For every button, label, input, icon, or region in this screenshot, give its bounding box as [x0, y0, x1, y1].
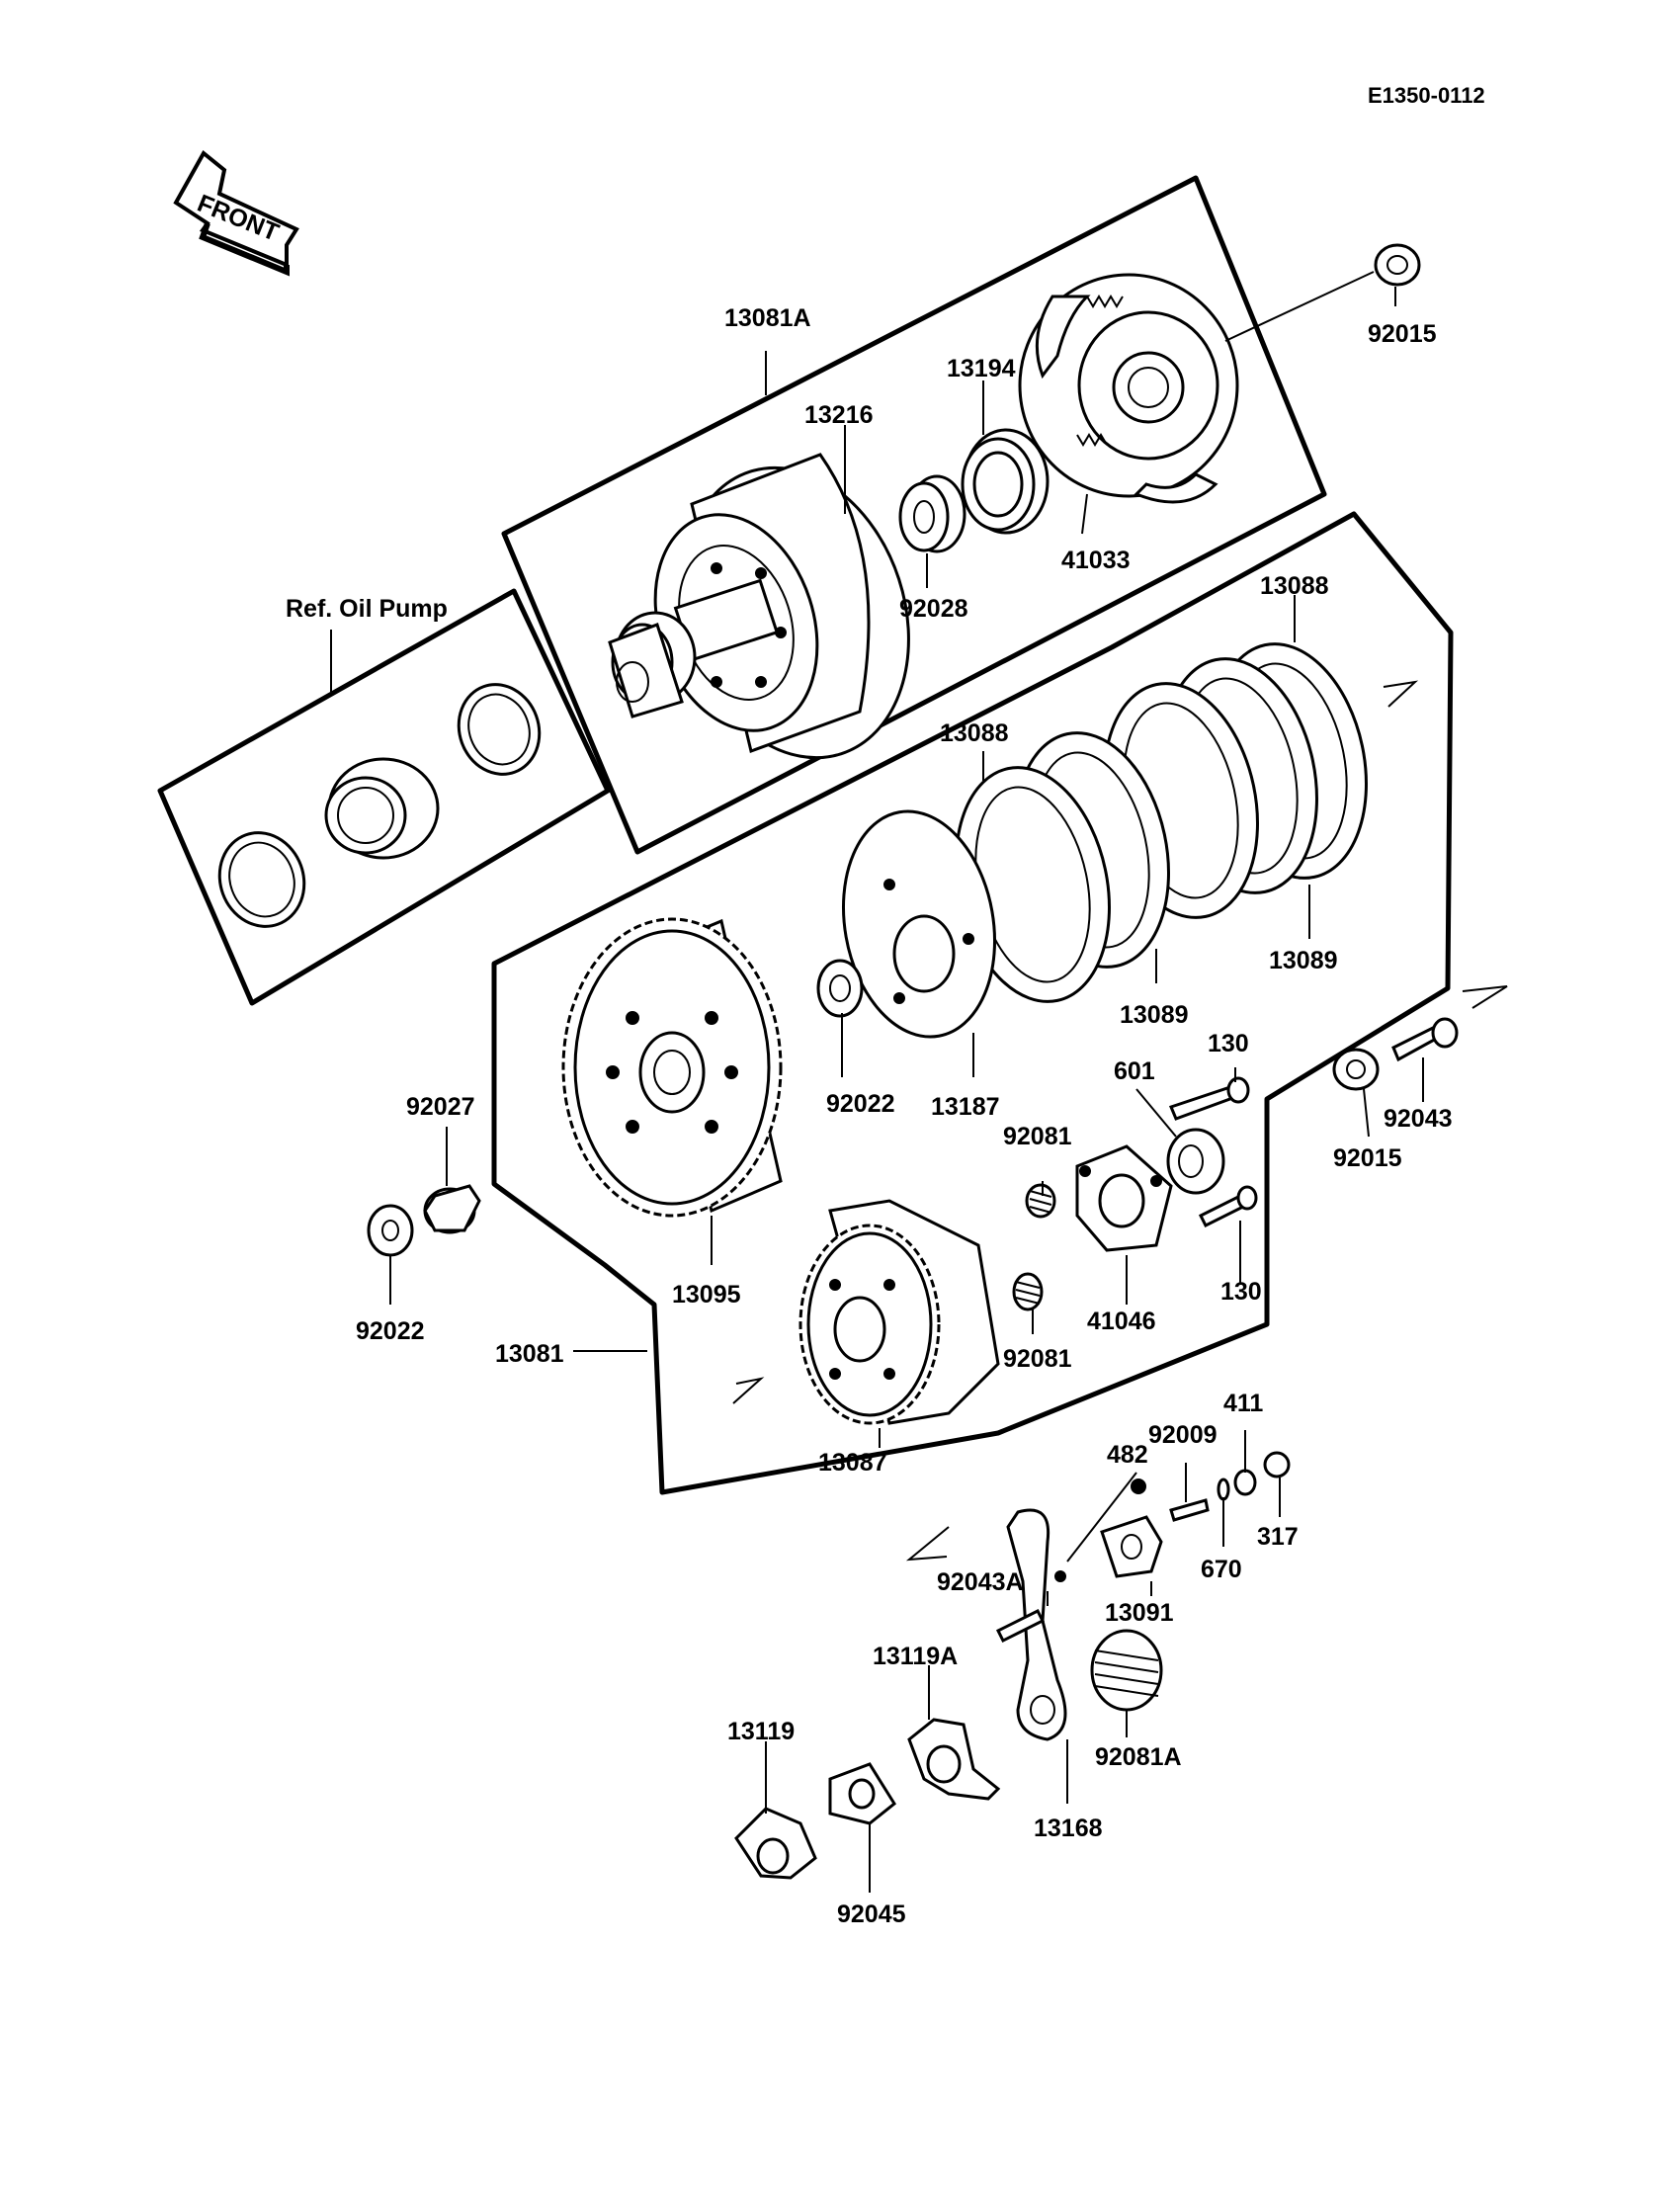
callout-130-bottom: 130 — [1220, 1278, 1262, 1306]
clutch-housing-13216 — [608, 453, 910, 760]
callout-13194: 13194 — [947, 355, 1016, 382]
spring-92081-mid — [1012, 1272, 1044, 1311]
frame-13081 — [491, 511, 1454, 1495]
oil-pump-gear — [324, 757, 440, 860]
nut-92015-right — [1332, 1048, 1380, 1091]
callout-92043: 92043 — [1384, 1105, 1453, 1133]
nut-317 — [1263, 1451, 1291, 1479]
clutch-gear-13095 — [561, 917, 783, 1218]
callout-92015-right: 92015 — [1333, 1144, 1402, 1172]
callout-92022-left: 92022 — [356, 1317, 425, 1345]
callout-13087: 13087 — [818, 1449, 887, 1477]
holder-13091 — [1100, 1515, 1163, 1578]
nut-92015-top — [1374, 243, 1421, 287]
callout-92081-top: 92081 — [1003, 1123, 1072, 1150]
callout-130-top: 130 — [1208, 1030, 1249, 1057]
callout-601: 601 — [1114, 1057, 1155, 1085]
bolt-92043A — [995, 1608, 1046, 1644]
clutch-hub-13087 — [798, 1199, 1000, 1425]
callout-411: 411 — [1223, 1390, 1263, 1417]
lifter-plate-41046 — [1075, 1144, 1173, 1252]
pressure-plate-13187 — [841, 809, 997, 1039]
callout-41046: 41046 — [1087, 1308, 1156, 1335]
oil-pump-washers — [217, 683, 542, 928]
plate-92045 — [828, 1762, 896, 1825]
washer-670 — [1217, 1478, 1230, 1501]
clutch-shoe-41033 — [1018, 273, 1239, 504]
spring-92081-top — [1025, 1183, 1056, 1219]
bolt-92043 — [1391, 1017, 1459, 1062]
callout-482: 482 — [1107, 1441, 1148, 1469]
bearing-601 — [1166, 1128, 1225, 1195]
washer-411 — [1233, 1469, 1257, 1496]
callout-13168: 13168 — [1034, 1815, 1103, 1842]
callout-13089-right: 13089 — [1269, 947, 1338, 974]
spring-92081A — [1090, 1629, 1163, 1712]
bolt-130-bottom — [1198, 1185, 1258, 1228]
callout-92045: 92045 — [837, 1901, 906, 1928]
axis-chevrons — [732, 680, 1508, 1562]
callout-13088-top: 13088 — [1260, 572, 1329, 600]
callout-13216: 13216 — [804, 401, 874, 429]
bearing-13194 — [961, 428, 1050, 535]
callout-92022-mid: 92022 — [826, 1090, 895, 1118]
callout-92043A: 92043A — [937, 1568, 1024, 1596]
callout-13088-mid: 13088 — [940, 719, 1009, 747]
callout-317: 317 — [1257, 1523, 1299, 1551]
callout-13091: 13091 — [1105, 1599, 1174, 1627]
cam-13119 — [734, 1807, 817, 1880]
callout-13119: 13119 — [727, 1718, 795, 1745]
callout-13095: 13095 — [672, 1281, 741, 1309]
callout-92027: 92027 — [406, 1093, 475, 1121]
callout-670: 670 — [1201, 1556, 1242, 1583]
washer-92022-left — [367, 1204, 414, 1257]
callout-13187: 13187 — [931, 1093, 1000, 1121]
callout-92028: 92028 — [899, 595, 968, 623]
callout-13089-mid: 13089 — [1120, 1001, 1189, 1029]
drawing-code: E1350-0112 — [1368, 83, 1485, 108]
washer-92022-mid — [816, 959, 864, 1018]
front-arrow-icon: FRONT — [173, 149, 299, 277]
bushing-92028 — [898, 474, 966, 553]
frame-13081A — [501, 175, 1327, 855]
callout-92081A: 92081A — [1095, 1743, 1182, 1771]
callout-41033: 41033 — [1061, 547, 1131, 574]
callout-13119A: 13119A — [873, 1643, 958, 1670]
callout-13081A: 13081A — [724, 304, 811, 332]
bolt-130-top — [1168, 1076, 1250, 1121]
collar-92027 — [423, 1184, 481, 1234]
callout-13081: 13081 — [495, 1340, 564, 1368]
cam-13119A — [907, 1718, 1001, 1801]
frame-oil-pump — [157, 588, 611, 1006]
leader-lines — [330, 271, 1424, 1893]
callout-92009: 92009 — [1148, 1421, 1218, 1449]
pin-482 — [1131, 1479, 1146, 1494]
callout-92015-top: 92015 — [1368, 320, 1437, 348]
callout-ref-oil-pump: Ref. Oil Pump — [286, 595, 448, 623]
callout-92081-mid: 92081 — [1003, 1345, 1072, 1373]
bolt-92009 — [1169, 1498, 1210, 1522]
